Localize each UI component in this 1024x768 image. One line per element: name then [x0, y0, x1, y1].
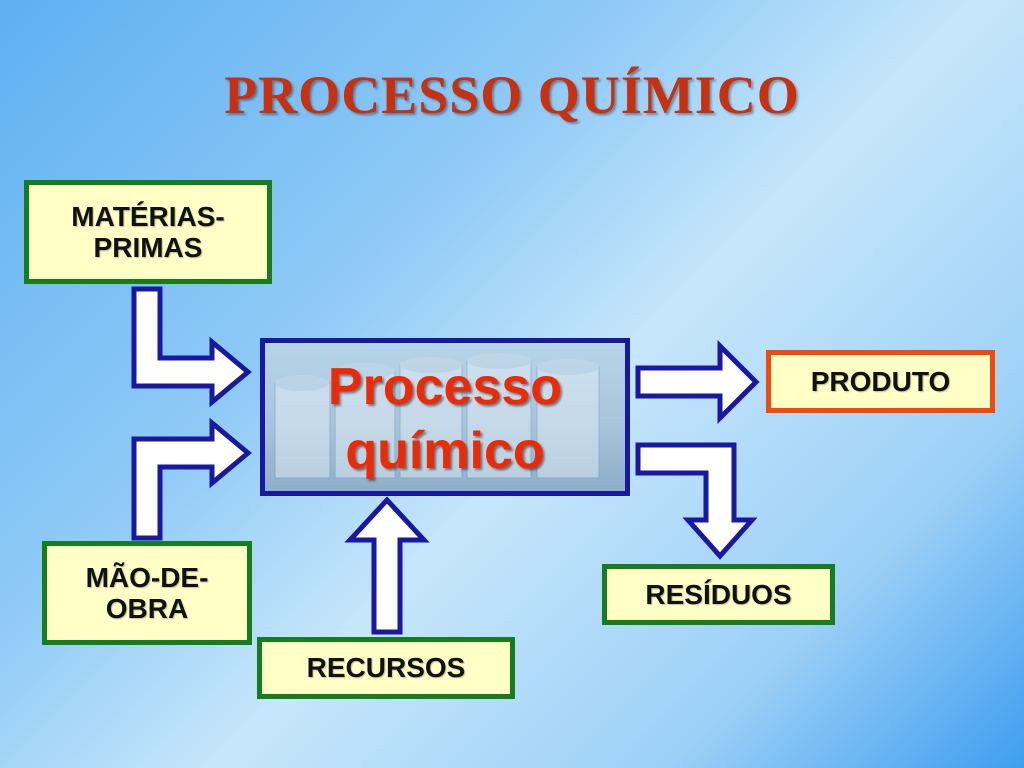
residuos-box: RESÍDUOS — [602, 564, 835, 625]
arrow-process-to-produto — [635, 339, 760, 425]
produto-label: PRODUTO — [810, 365, 951, 397]
arrow-mao-to-process — [131, 417, 252, 541]
processo-quimico-label: Processo químico — [327, 358, 563, 480]
slide-title: PROCESSO QUÍMICO — [224, 65, 800, 125]
produto-box: PRODUTO — [766, 350, 995, 413]
arrow-process-to-residuos — [635, 442, 758, 560]
recursos-label: RECURSOS — [306, 652, 466, 684]
mao-de-obra-box: MÃO-DE- OBRA — [42, 541, 252, 645]
silo-background-image — [274, 353, 600, 479]
arrow-recursos-to-process — [344, 496, 430, 635]
residuos-label: RESÍDUOS — [645, 578, 792, 610]
recursos-box: RECURSOS — [257, 637, 515, 699]
arrow-materias-to-process — [131, 286, 252, 408]
materias-primas-box: MATÉRIAS- PRIMAS — [24, 180, 272, 284]
materias-primas-label: MATÉRIAS- PRIMAS — [71, 200, 225, 263]
mao-de-obra-label: MÃO-DE- OBRA — [85, 561, 209, 624]
processo-quimico-box: Processo químico — [260, 338, 630, 496]
